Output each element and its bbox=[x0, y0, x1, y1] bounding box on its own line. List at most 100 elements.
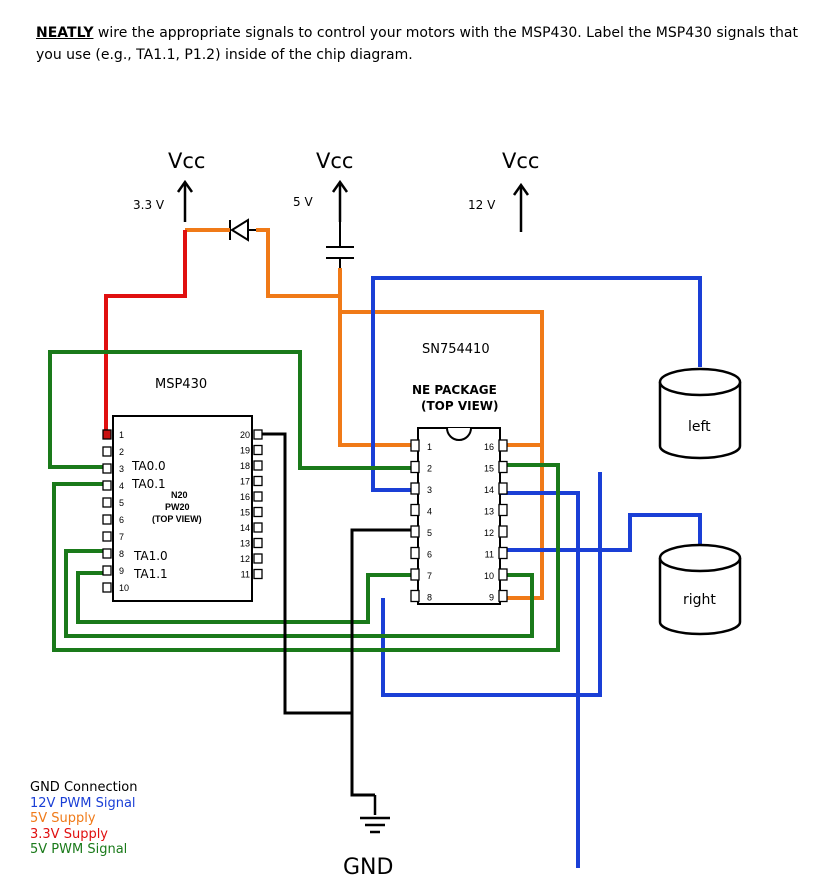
motor-left-label: left bbox=[688, 419, 711, 435]
msp430-left-pin bbox=[102, 429, 112, 440]
msp430-left-pin-number: 2 bbox=[119, 447, 124, 457]
driver-left-pin-number: 8 bbox=[427, 593, 432, 603]
msp430-right-pin bbox=[253, 568, 263, 580]
driver-right-pin-number: 10 bbox=[484, 571, 494, 581]
msp430-right-pin-number: 17 bbox=[240, 477, 250, 487]
msp430-right-pin-number: 16 bbox=[240, 492, 250, 502]
driver-left-pin-number: 2 bbox=[427, 464, 432, 474]
msp430-right-pin bbox=[253, 522, 263, 533]
driver-right-pin bbox=[498, 503, 508, 517]
msp430-right-pin-number: 11 bbox=[241, 570, 250, 580]
supply-arrow-5v bbox=[331, 179, 349, 222]
msp430-signal-ta11: TA1.1 bbox=[133, 567, 168, 581]
supply-arrow-3v3 bbox=[176, 179, 194, 222]
driver-left-pin bbox=[410, 568, 420, 581]
instructions-text: wire the appropriate signals to control … bbox=[36, 25, 798, 63]
msp430-right-pin-number: 14 bbox=[240, 523, 250, 533]
voltage-label-5v: 5 V bbox=[293, 195, 313, 209]
driver-right-pin bbox=[498, 568, 508, 581]
driver-left-pin bbox=[410, 482, 420, 495]
driver-left-pin bbox=[410, 460, 420, 474]
msp430-left-pin-number: 1 bbox=[119, 430, 124, 440]
msp430-right-pin-number: 13 bbox=[240, 539, 250, 549]
vcc-label-5v: Vcc bbox=[316, 149, 353, 173]
driver-right-pin-number: 14 bbox=[484, 485, 494, 495]
msp430-left-pin-number: 5 bbox=[119, 498, 124, 508]
driver-left-pin-number: 6 bbox=[427, 550, 432, 560]
msp430-package-line2: PW20 bbox=[165, 502, 190, 512]
msp430-chip-body bbox=[112, 415, 253, 602]
driver-package-line1: NE PACKAGE bbox=[412, 383, 497, 397]
driver-right-pin bbox=[498, 482, 508, 495]
msp430-right-pin bbox=[253, 460, 263, 471]
msp430-left-pin bbox=[102, 548, 112, 559]
driver-right-pin-number: 12 bbox=[484, 528, 494, 538]
driver-left-pin-number: 7 bbox=[427, 571, 432, 581]
ground-symbol bbox=[360, 795, 390, 834]
msp430-right-pin bbox=[253, 506, 263, 518]
driver-right-pin-number: 15 bbox=[484, 464, 494, 474]
driver-left-pin bbox=[410, 439, 420, 452]
msp430-left-pin bbox=[102, 497, 112, 508]
diode-symbol bbox=[229, 218, 256, 242]
driver-notch bbox=[446, 427, 472, 441]
msp430-left-pin-number: 7 bbox=[119, 532, 124, 542]
msp430-left-pin-number: 8 bbox=[119, 549, 124, 559]
voltage-label-12v: 12 V bbox=[468, 198, 496, 212]
msp430-right-pin bbox=[253, 475, 263, 487]
msp430-left-pin-number: 6 bbox=[119, 515, 124, 525]
msp430-left-pin-number: 9 bbox=[119, 566, 124, 576]
msp430-left-pin bbox=[102, 463, 112, 474]
msp430-signal-ta01: TA0.1 bbox=[131, 477, 166, 491]
msp430-right-pin-number: 19 bbox=[240, 446, 250, 456]
legend-5v-pwm: 5V PWM Signal bbox=[30, 842, 128, 857]
driver-right-pin bbox=[498, 439, 508, 452]
vcc-label-3v3: Vcc bbox=[168, 149, 205, 173]
msp430-package-line3: (TOP VIEW) bbox=[152, 514, 202, 524]
driver-package-line2: (TOP VIEW) bbox=[421, 399, 499, 413]
driver-left-pin bbox=[410, 525, 420, 538]
msp430-right-pin-number: 12 bbox=[240, 554, 250, 564]
driver-right-pin-number: 13 bbox=[484, 507, 494, 517]
driver-right-pin-number: 9 bbox=[489, 593, 494, 603]
driver-left-pin bbox=[410, 503, 420, 517]
motor-right-label: right bbox=[683, 592, 716, 608]
motor-right: right bbox=[658, 543, 742, 636]
driver-left-pin-number: 1 bbox=[427, 442, 432, 452]
driver-left-pin-number: 4 bbox=[427, 507, 432, 517]
msp430-left-pin bbox=[102, 582, 112, 593]
driver-right-pin-number: 16 bbox=[484, 442, 494, 452]
msp430-right-pin-number: 18 bbox=[240, 461, 250, 471]
driver-right-pin bbox=[498, 546, 508, 560]
msp430-title: MSP430 bbox=[155, 377, 207, 392]
driver-right-pin bbox=[498, 589, 508, 603]
legend-gnd: GND Connection bbox=[30, 780, 138, 795]
motor-left: left bbox=[658, 367, 742, 460]
vcc-label-12v: Vcc bbox=[502, 149, 539, 173]
wires-5v-pwm bbox=[48, 350, 560, 652]
msp430-package-line1: N20 bbox=[171, 490, 188, 500]
legend: GND Connection 12V PWM Signal 5V Supply … bbox=[30, 780, 138, 858]
driver-right-pin bbox=[498, 525, 508, 538]
msp430-right-pin bbox=[253, 429, 263, 440]
driver-left-pin-number: 3 bbox=[427, 485, 432, 495]
driver-left-pin bbox=[410, 589, 420, 603]
wires-gnd bbox=[258, 432, 418, 797]
driver-chip-body bbox=[417, 427, 501, 605]
wire-3v3-supply bbox=[104, 230, 187, 434]
instructions: NEATLY wire the appropriate signals to c… bbox=[36, 22, 826, 66]
msp430-left-pin bbox=[102, 565, 112, 576]
msp430-left-pin bbox=[102, 480, 112, 491]
instructions-emphasis: NEATLY bbox=[36, 25, 94, 41]
msp430-right-pin bbox=[253, 553, 263, 564]
msp430-left-pin-number: 3 bbox=[119, 464, 124, 474]
driver-left-pin-number: 5 bbox=[427, 528, 432, 538]
msp430-left-pin-number: 10 bbox=[119, 583, 129, 593]
msp430-left-pin bbox=[102, 446, 112, 457]
msp430-right-pin bbox=[253, 491, 263, 502]
voltage-label-3v3: 3.3 V bbox=[133, 198, 165, 212]
msp430-right-pin bbox=[253, 444, 263, 456]
msp430-left-pin-number: 4 bbox=[119, 481, 124, 491]
